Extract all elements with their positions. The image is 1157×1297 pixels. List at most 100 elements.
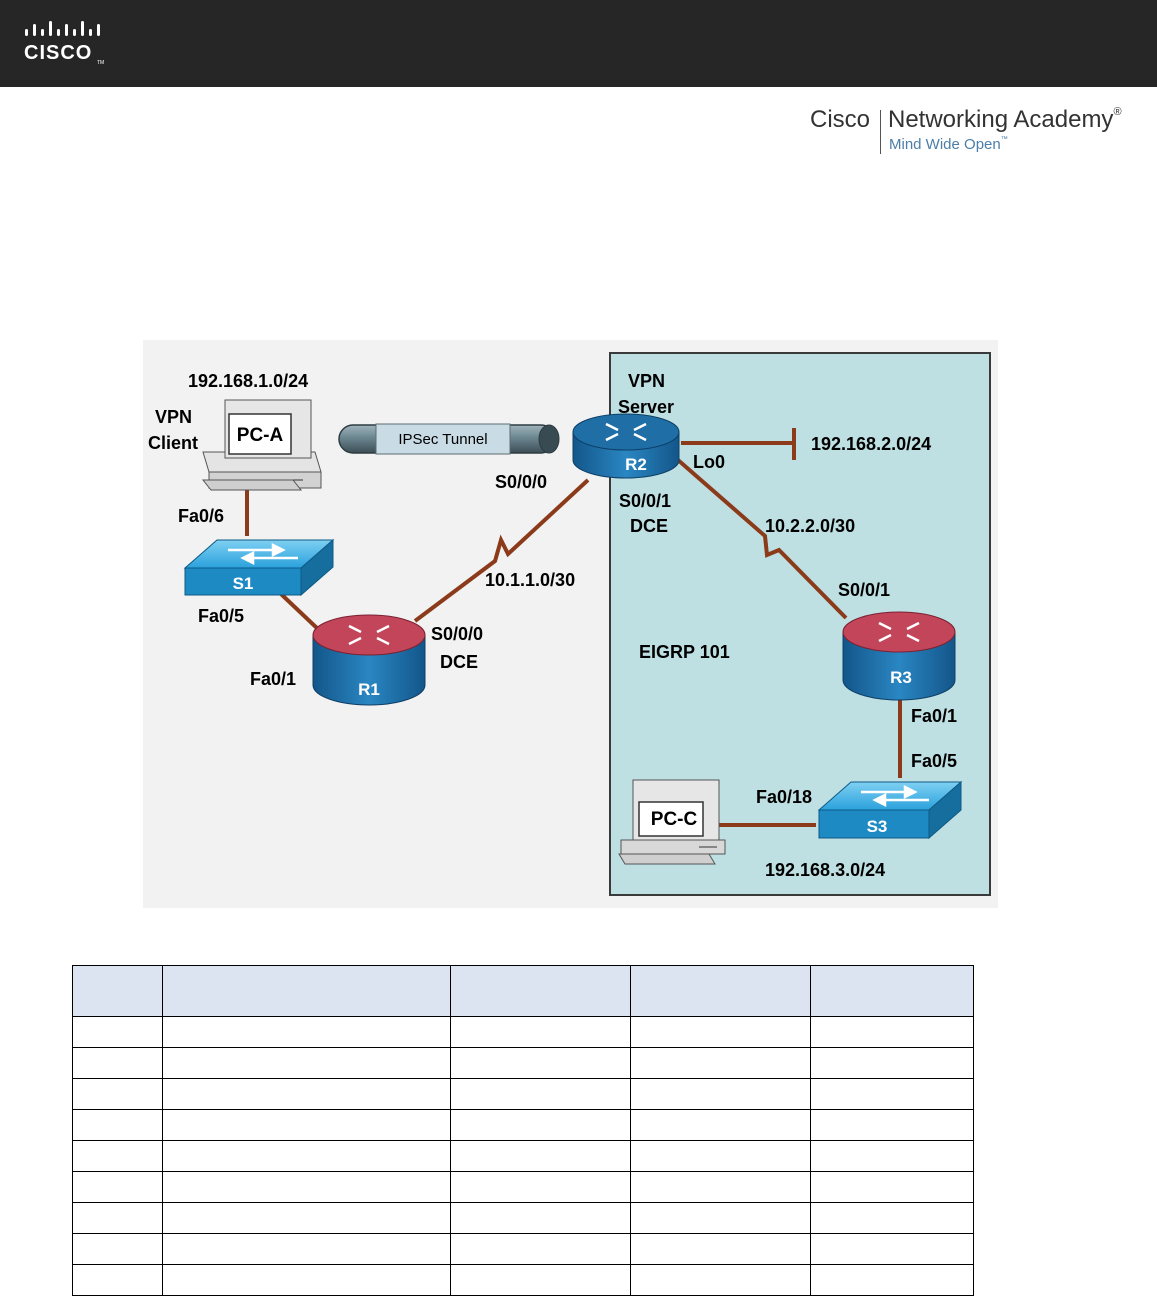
table-cell bbox=[162, 1016, 451, 1048]
table-cell bbox=[450, 1078, 631, 1110]
r2-label: R2 bbox=[625, 455, 647, 474]
vpn-client-label-line2: Client bbox=[148, 433, 198, 453]
table-cell bbox=[630, 1016, 811, 1048]
table-cell bbox=[630, 1109, 811, 1141]
table-header-cell bbox=[72, 965, 163, 1017]
pc-c-device: PC-C bbox=[618, 779, 726, 865]
table-cell bbox=[72, 1202, 163, 1234]
s1-switch: S1 bbox=[183, 538, 335, 597]
s3-fa0-18-label: Fa0/18 bbox=[756, 787, 812, 807]
academy-brand: Cisco bbox=[810, 106, 871, 133]
vpn-client-label-line1: VPN bbox=[155, 407, 192, 427]
table-cell bbox=[450, 1016, 631, 1048]
tunnel-label: IPSec Tunnel bbox=[398, 431, 487, 448]
academy-tagline: Mind Wide Open™ bbox=[889, 136, 1008, 153]
table-cell bbox=[72, 1078, 163, 1110]
table-cell bbox=[810, 1202, 974, 1234]
r2-dce-label: DCE bbox=[630, 516, 668, 536]
r2-router: R2 bbox=[572, 413, 680, 479]
table-header-cell bbox=[450, 965, 631, 1017]
table-cell bbox=[72, 1016, 163, 1048]
table-cell bbox=[72, 1140, 163, 1172]
table-cell bbox=[810, 1233, 974, 1265]
r1-dce-label: DCE bbox=[440, 652, 478, 672]
table-cell bbox=[630, 1264, 811, 1296]
network-label-wan-r1-r2: 10.1.1.0/30 bbox=[485, 570, 575, 590]
table-cell bbox=[72, 1264, 163, 1296]
r3-fa0-1-label: Fa0/1 bbox=[911, 706, 957, 726]
s1-fa0-6-label: Fa0/6 bbox=[178, 506, 224, 526]
s1-label: S1 bbox=[233, 574, 254, 593]
r1-label: R1 bbox=[358, 680, 380, 699]
table-cell bbox=[810, 1264, 974, 1296]
table-cell bbox=[450, 1109, 631, 1141]
cisco-trademark: TM bbox=[97, 60, 105, 66]
table-cell bbox=[162, 1047, 451, 1079]
r2-lo0-label: Lo0 bbox=[693, 452, 725, 472]
table-header-cell bbox=[810, 965, 974, 1017]
table-cell bbox=[630, 1171, 811, 1203]
table-row bbox=[72, 1264, 974, 1296]
table-row bbox=[72, 1078, 974, 1110]
table-cell bbox=[162, 1171, 451, 1203]
table-cell bbox=[162, 1233, 451, 1265]
academy-registered-mark: ® bbox=[1113, 106, 1122, 118]
s3-label: S3 bbox=[867, 817, 888, 836]
r3-s0-0-1-label: S0/0/1 bbox=[838, 580, 890, 600]
table-cell bbox=[450, 1264, 631, 1296]
table-cell bbox=[72, 1171, 163, 1203]
r1-s0-0-0-label: S0/0/0 bbox=[431, 624, 483, 644]
network-label-wan-r2-r3: 10.2.2.0/30 bbox=[765, 516, 855, 536]
pc-a-device: PC-A bbox=[201, 399, 322, 491]
cisco-wordmark: CISCO bbox=[24, 42, 93, 64]
s1-fa0-5-label: Fa0/5 bbox=[198, 606, 244, 626]
table-cell bbox=[630, 1233, 811, 1265]
table-cell bbox=[630, 1047, 811, 1079]
cisco-logo: CISCO TM bbox=[22, 18, 112, 70]
table-row bbox=[72, 1140, 974, 1172]
vpn-server-label-line1: VPN bbox=[628, 371, 665, 391]
academy-program: Networking Academy® bbox=[888, 106, 1122, 134]
table-row bbox=[72, 1233, 974, 1265]
table-cell bbox=[162, 1109, 451, 1141]
table-row bbox=[72, 1202, 974, 1234]
table-cell bbox=[810, 1016, 974, 1048]
table-cell bbox=[72, 1047, 163, 1079]
table-cell bbox=[162, 1202, 451, 1234]
link-r2-r3-serial bbox=[676, 458, 848, 620]
table-row bbox=[72, 1016, 974, 1048]
r1-fa0-1-label: Fa0/1 bbox=[250, 669, 296, 689]
table-cell bbox=[810, 1109, 974, 1141]
table-row bbox=[72, 1171, 974, 1203]
r3-label: R3 bbox=[890, 668, 912, 687]
header-bar: CISCO TM bbox=[0, 0, 1157, 87]
table-cell bbox=[810, 1078, 974, 1110]
table-cell bbox=[162, 1264, 451, 1296]
table-cell bbox=[450, 1202, 631, 1234]
network-topology-diagram: IPSec Tunnel PC-A PC-C S1 bbox=[143, 340, 998, 908]
table-cell bbox=[450, 1047, 631, 1079]
academy-program-name: Networking Academy bbox=[888, 106, 1114, 133]
table-cell bbox=[72, 1233, 163, 1265]
table-row bbox=[72, 1047, 974, 1079]
table-cell bbox=[450, 1233, 631, 1265]
academy-tagline-tm: ™ bbox=[1000, 136, 1008, 143]
r2-s0-0-1-label: S0/0/1 bbox=[619, 491, 671, 511]
routing-protocol-label: EIGRP 101 bbox=[639, 642, 730, 662]
vpn-server-label-line2: Server bbox=[618, 397, 674, 417]
link-s1-r1 bbox=[279, 592, 321, 632]
table-cell bbox=[630, 1078, 811, 1110]
r3-router: R3 bbox=[842, 611, 956, 701]
table-cell bbox=[72, 1109, 163, 1141]
academy-tagline-text: Mind Wide Open bbox=[889, 136, 1001, 153]
table-cell bbox=[630, 1202, 811, 1234]
ipsec-tunnel: IPSec Tunnel bbox=[338, 423, 560, 455]
addressing-table bbox=[72, 965, 974, 1296]
networking-academy-logo: Cisco Networking Academy® Mind Wide Open… bbox=[808, 106, 1148, 162]
table-cell bbox=[810, 1171, 974, 1203]
r1-router: R1 bbox=[312, 614, 426, 706]
pc-a-label: PC-A bbox=[237, 425, 284, 446]
table-cell bbox=[810, 1047, 974, 1079]
r2-s0-0-0-label: S0/0/0 bbox=[495, 472, 547, 492]
table-cell bbox=[162, 1078, 451, 1110]
